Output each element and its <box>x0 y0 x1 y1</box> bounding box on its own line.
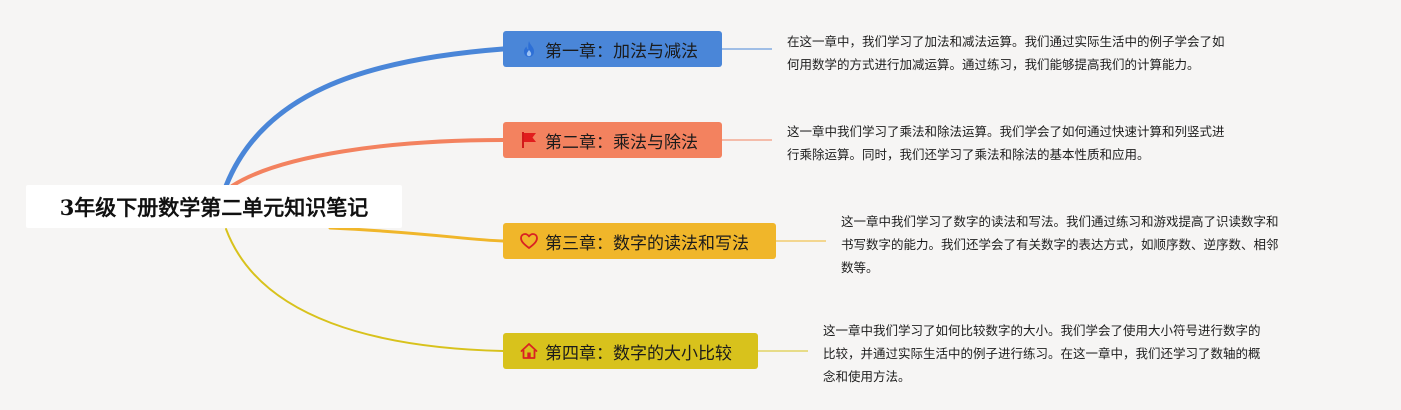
chapter-label-3: 第三章：数字的读法和写法 <box>545 233 749 254</box>
note-line: 这一章中我们学习了数字的读法和写法。我们通过练习和游戏提高了识读数字和 <box>841 214 1279 229</box>
branch-line-chapter-3 <box>328 226 505 243</box>
flag-icon <box>519 130 539 150</box>
central-topic[interactable]: 3年级下册数学第二单元知识笔记 <box>26 185 402 228</box>
branch-line-chapter-2 <box>230 138 505 188</box>
chapter-node-3[interactable]: 第三章：数字的读法和写法 <box>503 223 776 259</box>
fire-icon <box>519 39 539 59</box>
chapter-label-2: 第二章：乘法与除法 <box>545 132 698 153</box>
chapter-node-4[interactable]: 第四章：数字的大小比较 <box>503 333 758 369</box>
home-icon <box>519 341 539 361</box>
note-line: 这一章中我们学习了乘法和除法运算。我们学会了如何通过快速计算和列竖式进 <box>787 124 1225 139</box>
chapter-note-1: 在这一章中，我们学习了加法和减法运算。我们通过实际生活中的例子学会了如 何用数学… <box>787 30 1225 76</box>
note-line: 何用数学的方式进行加减运算。通过练习，我们能够提高我们的计算能力。 <box>787 57 1200 72</box>
chapter-note-4: 这一章中我们学习了如何比较数字的大小。我们学会了使用大小符号进行数字的 比较，并… <box>823 319 1261 388</box>
branch-line-chapter-4 <box>225 228 504 352</box>
chapter-node-1[interactable]: 第一章：加法与减法 <box>503 31 722 67</box>
heart-icon <box>519 231 539 251</box>
note-line: 书写数字的能力。我们还学会了有关数字的表达方式，如顺序数、逆序数、相邻 <box>841 237 1279 252</box>
note-line: 念和使用方法。 <box>823 369 911 384</box>
chapter-note-3: 这一章中我们学习了数字的读法和写法。我们通过练习和游戏提高了识读数字和 书写数字… <box>841 210 1279 279</box>
note-line: 行乘除运算。同时，我们还学习了乘法和除法的基本性质和应用。 <box>787 147 1150 162</box>
chapter-label-4: 第四章：数字的大小比较 <box>545 343 732 364</box>
central-topic-label: 3年级下册数学第二单元知识笔记 <box>59 194 369 220</box>
chapter-node-2[interactable]: 第二章：乘法与除法 <box>503 122 722 158</box>
note-line: 在这一章中，我们学习了加法和减法运算。我们通过实际生活中的例子学会了如 <box>787 34 1225 49</box>
branch-line-chapter-1 <box>223 46 506 189</box>
note-line: 这一章中我们学习了如何比较数字的大小。我们学会了使用大小符号进行数字的 <box>823 323 1261 338</box>
note-line: 数等。 <box>841 260 879 275</box>
note-line: 比较，并通过实际生活中的例子进行练习。在这一章中，我们还学习了数轴的概 <box>823 346 1261 361</box>
chapter-note-2: 这一章中我们学习了乘法和除法运算。我们学会了如何通过快速计算和列竖式进 行乘除运… <box>787 120 1225 166</box>
chapter-label-1: 第一章：加法与减法 <box>545 41 698 62</box>
